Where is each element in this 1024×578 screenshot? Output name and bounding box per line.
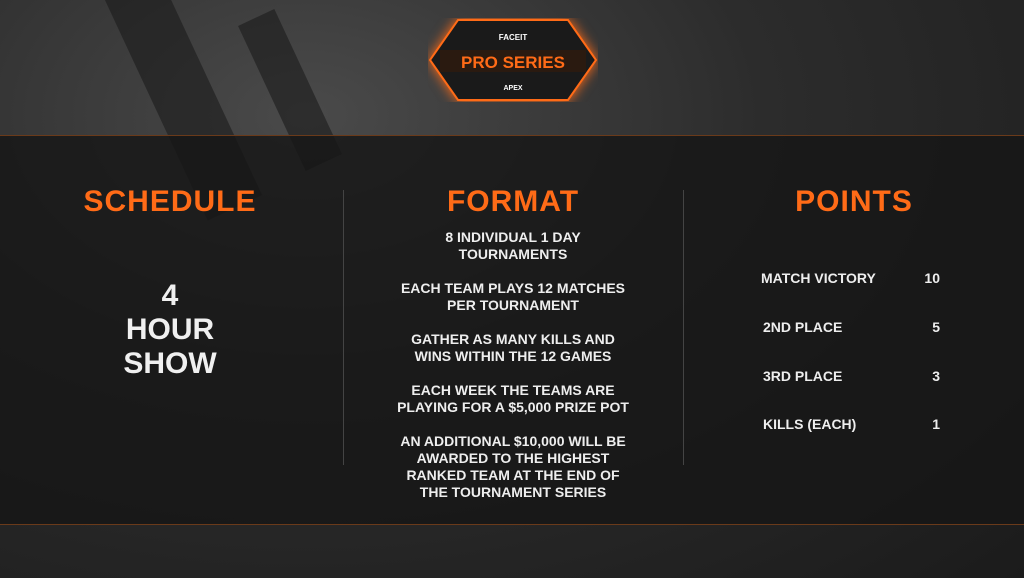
schedule-line: SHOW — [123, 347, 217, 380]
format-title: FORMAT — [446, 185, 580, 218]
points-value: 3 — [932, 368, 940, 384]
column-divider — [683, 190, 684, 465]
faceit-pro-series-logo: FACEIT PRO SERIES APEX — [428, 19, 598, 101]
schedule-text: 4 HOUR SHOW — [40, 279, 300, 381]
points-value: 1 — [932, 416, 940, 432]
logo-pro-series: PRO SERIES — [461, 53, 565, 72]
points-label: 2ND PLACE — [763, 319, 843, 335]
schedule-column: SCHEDULE 4 HOUR SHOW — [40, 185, 300, 381]
points-label: 3RD PLACE — [763, 368, 843, 384]
points-value: 5 — [932, 319, 940, 335]
points-title: POINTS — [795, 185, 913, 218]
points-label: KILLS (EACH) — [763, 416, 857, 432]
points-label: MATCH VICTORY — [761, 270, 876, 286]
points-column: POINTS — [724, 185, 984, 219]
logo-apex: APEX — [503, 85, 522, 92]
column-divider — [343, 190, 344, 465]
info-panel — [0, 135, 1024, 525]
points-value: 10 — [924, 270, 940, 286]
schedule-line: HOUR — [125, 313, 215, 346]
schedule-title: SCHEDULE — [83, 185, 257, 218]
logo-faceit: FACEIT — [499, 33, 528, 42]
schedule-line: 4 — [161, 279, 179, 312]
